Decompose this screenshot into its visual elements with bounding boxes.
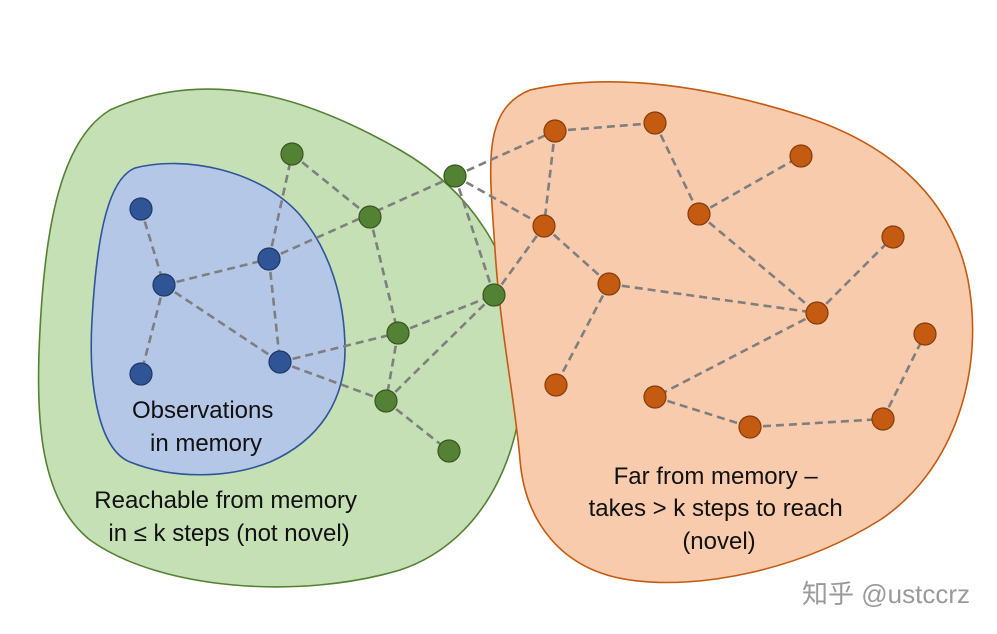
edge <box>267 258 282 363</box>
far-node <box>543 119 567 143</box>
far-node <box>805 301 829 325</box>
edge <box>749 417 884 429</box>
edge <box>163 257 270 287</box>
edge <box>554 121 656 133</box>
far-region <box>489 81 974 584</box>
far-label: Far from memory – takes > k steps to rea… <box>589 463 850 555</box>
far-node <box>738 415 762 439</box>
edge <box>543 225 610 285</box>
reachable-label: Reachable from memory in ≤ k steps (not … <box>94 487 363 547</box>
far-label-line: Far from memory – <box>614 463 819 490</box>
edge <box>654 311 818 399</box>
reachable-node <box>374 389 398 413</box>
far-node <box>881 225 905 249</box>
edge <box>453 175 496 296</box>
reachable-node <box>482 283 506 307</box>
memory-node <box>268 350 292 374</box>
reachable-nodes-group <box>280 142 506 463</box>
far-label-line: takes > k steps to reach <box>589 495 843 522</box>
far-node <box>913 322 937 346</box>
far-label-line: (novel) <box>682 528 755 555</box>
far-nodes-group <box>532 111 937 439</box>
far-node <box>544 373 568 397</box>
reachable-node <box>386 321 410 345</box>
reachable-node <box>358 205 382 229</box>
memory-region <box>90 162 346 476</box>
memory-label: Observations in memory <box>132 397 280 457</box>
memory-node <box>257 247 281 271</box>
edge <box>267 153 294 260</box>
far-node <box>789 144 813 168</box>
edge <box>268 174 456 261</box>
edge <box>279 331 399 364</box>
memory-nodes-group <box>129 197 292 386</box>
edge <box>397 293 495 335</box>
watermark: 知乎 @ustccrz <box>802 579 970 609</box>
far-node <box>643 111 667 135</box>
memory-node <box>152 273 176 297</box>
edge <box>368 216 400 334</box>
reachable-node <box>443 164 467 188</box>
edge <box>139 208 166 286</box>
far-node <box>643 385 667 409</box>
far-node <box>871 407 895 431</box>
edge <box>654 395 751 429</box>
far-node <box>687 202 711 226</box>
edge <box>492 225 546 296</box>
reachable-label-line: Reachable from memory <box>94 487 357 514</box>
edge <box>816 236 894 314</box>
edges-group <box>139 121 927 453</box>
edge <box>454 129 556 178</box>
edge <box>454 174 545 228</box>
edge <box>139 284 166 375</box>
edge <box>698 154 802 216</box>
reachable-node <box>280 142 304 166</box>
edge <box>554 283 611 386</box>
edge <box>542 130 557 227</box>
memory-label-line: in memory <box>150 430 262 457</box>
far-node <box>597 272 621 296</box>
reachable-node <box>437 439 461 463</box>
edge <box>163 283 281 364</box>
edge <box>881 333 927 420</box>
edge <box>279 360 387 403</box>
edge <box>608 282 818 315</box>
edge <box>291 152 371 219</box>
far-node <box>532 214 556 238</box>
memory-node <box>129 362 153 386</box>
edge <box>385 399 450 453</box>
memory-label-line: Observations <box>132 397 273 424</box>
memory-node <box>129 197 153 221</box>
edge <box>653 122 701 215</box>
reachable-label-line: in ≤ k steps (not novel) <box>108 520 349 547</box>
